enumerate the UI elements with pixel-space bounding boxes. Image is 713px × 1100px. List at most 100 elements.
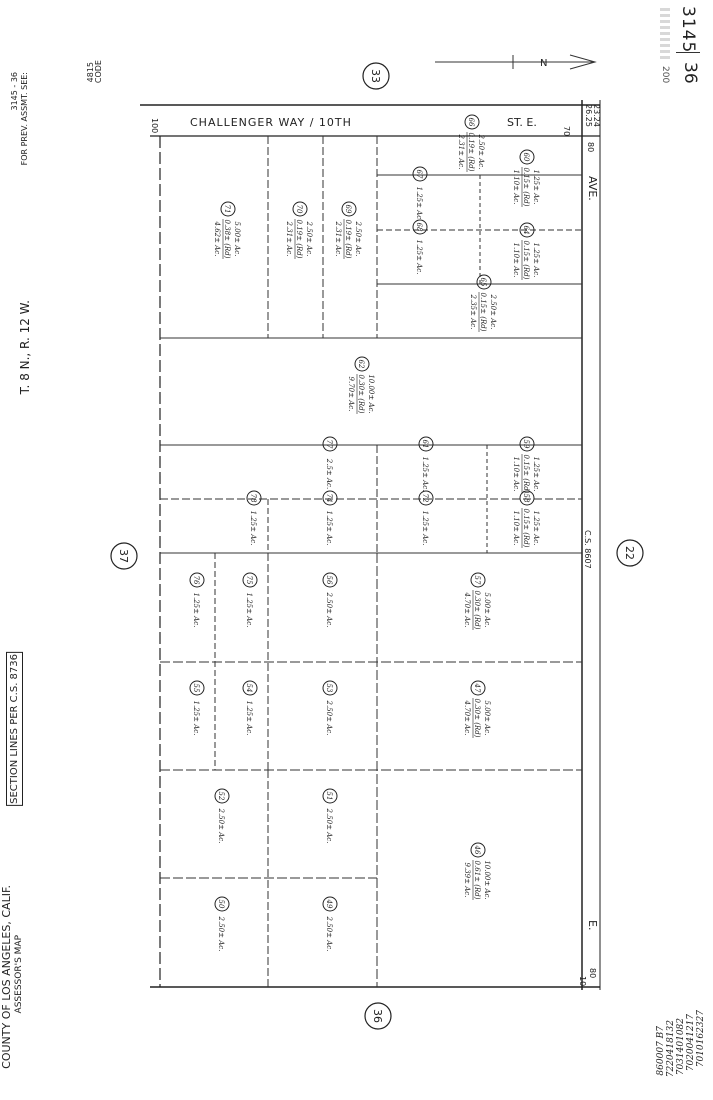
page-number: 36 — [680, 62, 700, 84]
parcel-number-circle — [322, 896, 338, 912]
edge-right-bottom-a: 80 — [588, 968, 597, 978]
parcel-sub: 0.15± (Rd) — [522, 455, 530, 494]
parcel-sub: 0.30± (Rd) — [357, 375, 365, 414]
street-ave: AVE. — [586, 176, 599, 201]
parcel-60: 601.25± Ac.0.15± (Rd)1.10± Ac. — [512, 149, 540, 207]
book-page-divider — [676, 52, 700, 53]
parcel-number: 67 — [415, 170, 423, 179]
parcel-64: 641.25± Ac.0.15± (Rd)1.10± Ac. — [512, 222, 540, 280]
parcel-sub: 0.38± (Rd) — [223, 220, 231, 259]
parcel-number-circle — [418, 490, 434, 506]
parcel-74: 741.25± Ac. — [322, 490, 338, 545]
parcel-number: 50 — [217, 900, 225, 909]
parcel-acres: 1.25± Ac. — [532, 243, 540, 278]
parcel-acres: 1.25± Ac. — [192, 701, 200, 736]
parcel-sub: 0.19± (Rd) — [344, 220, 352, 259]
parcel-number-circle — [242, 680, 258, 696]
parcel-number: 66 — [467, 118, 475, 127]
parcel-acres: 2.50± Ac. — [325, 700, 333, 736]
parcel-net: 1.10± Ac. — [512, 170, 520, 205]
parcel-number: 55 — [192, 684, 200, 693]
parcel-sub: 0.61± (Rd) — [473, 861, 481, 900]
parcel-number: 54 — [245, 684, 253, 693]
parcel-sub: 0.15± (Rd) — [522, 509, 530, 548]
street-st-e: ST. E. — [507, 116, 537, 129]
parcel-acres: 1.25± Ac. — [421, 511, 429, 546]
parcel-number: 77 — [325, 440, 333, 449]
parcel-sub: 0.15± (Rd) — [522, 241, 530, 280]
parcel-number: 61 — [421, 440, 429, 449]
parcel-number-circle — [214, 896, 230, 912]
parcel-number-circle — [354, 356, 370, 372]
parcel-number-circle — [470, 680, 486, 696]
edge-right-c: 70 — [562, 126, 571, 136]
parcel-61: 61 1.25± Ac. — [418, 436, 434, 492]
parcel-51: 512.50± Ac. — [322, 788, 338, 843]
parcel-boundaries — [160, 136, 582, 987]
parcel-number: 74 — [325, 494, 333, 503]
parcel-number: 68 — [415, 223, 423, 232]
parcel-68: 68 1.25± Ac. — [412, 219, 428, 275]
parcel-number: 75 — [245, 576, 253, 585]
book-number: 3145 — [678, 6, 698, 54]
year-stamp: 200 — [660, 66, 670, 84]
edge-dimensions: 100 23.24 26.25 70 80 80 10 — [150, 104, 601, 986]
parcel-number: 59 — [522, 440, 530, 449]
parcel-number: 58 — [522, 494, 530, 503]
parcel-number: 49 — [325, 899, 333, 909]
parcel-70: 702.50± Ac.0.19± (Rd)2.31± Ac. — [285, 201, 313, 259]
parcel-67: 67 1.25± Ac. — [412, 166, 428, 222]
parcel-66: 662.50± Ac.0.19± (Rd)2.31± Ac. — [457, 114, 485, 172]
edge-right-d: 80 — [586, 142, 595, 152]
parcel-number: 70 — [295, 205, 303, 214]
parcel-number-circle — [412, 219, 428, 235]
parcel-number: 47 — [473, 683, 481, 693]
parcel-number-circle — [246, 490, 262, 506]
parcel-acres: 1.25± Ac. — [192, 593, 200, 628]
parcel-71: 715.00± Ac.0.38± (Rd)4.62± Ac. — [213, 201, 241, 259]
road-lines — [140, 100, 601, 990]
parcel-acres: 1.25± Ac. — [532, 457, 540, 492]
parcel-55: 55 1.25± Ac. — [189, 680, 205, 736]
parcel-number: 62 — [357, 360, 365, 369]
edge-left-top: 100 — [150, 118, 159, 133]
parcel-47: 475.00± Ac.0.30± (Rd)4.70± Ac. — [463, 680, 491, 738]
parcel-number-circle — [476, 274, 492, 290]
parcel-number: 57 — [473, 576, 481, 585]
parcel-acres: 2.50± Ac. — [325, 592, 333, 628]
parcel-acres: 1.25± Ac. — [415, 240, 423, 275]
parcel-acres: 5.00± Ac. — [483, 701, 491, 736]
parcel-number-circle — [412, 166, 428, 182]
parcel-57: 575.00± Ac.0.30± (Rd)4.70± Ac. — [463, 572, 491, 630]
parcel-acres: 1.25± Ac. — [421, 457, 429, 492]
parcel-number: 64 — [522, 226, 530, 235]
parcel-acres: 2.50± Ac. — [325, 916, 333, 952]
parcel-number-circle — [470, 842, 486, 858]
parcel-labels: 715.00± Ac.0.38± (Rd)4.62± Ac.702.50± Ac… — [189, 114, 540, 952]
parcel-sub: 0.15± (Rd) — [522, 168, 530, 207]
parcel-number-circle — [189, 680, 205, 696]
parcel-65: 652.50± Ac.0.15± (Rd)2.35± Ac. — [469, 274, 497, 332]
parcel-number: 65 — [479, 278, 487, 287]
parcel-acres: 2.50± Ac. — [217, 808, 225, 844]
parcel-acres: 5.00± Ac. — [483, 593, 491, 628]
parcel-acres: 1.25± Ac. — [245, 593, 253, 628]
parcel-53: 532.50± Ac. — [322, 680, 338, 736]
section-bottom: 36 — [371, 1009, 384, 1023]
parcel-sub: 0.19± (Rd) — [295, 220, 303, 259]
parcel-56: 562.50± Ac. — [322, 572, 338, 628]
parcel-acres: 2.50± Ac. — [489, 294, 497, 330]
parcel-sub: 0.15± (Rd) — [479, 293, 487, 332]
parcel-72: 721.25± Ac. — [418, 490, 434, 546]
parcel-net: 1.10± Ac. — [512, 243, 520, 278]
parcel-77: 77 2.5± Ac. — [322, 436, 338, 489]
parcel-acres: 1.25± Ac. — [245, 701, 253, 736]
parcel-acres: 2.5± Ac. — [325, 458, 333, 489]
parcel-acres: 1.25± Ac. — [415, 187, 423, 222]
section-top: 33 — [369, 69, 382, 83]
parcel-number-circle — [418, 436, 434, 452]
parcel-52: 522.50± Ac. — [214, 788, 230, 844]
